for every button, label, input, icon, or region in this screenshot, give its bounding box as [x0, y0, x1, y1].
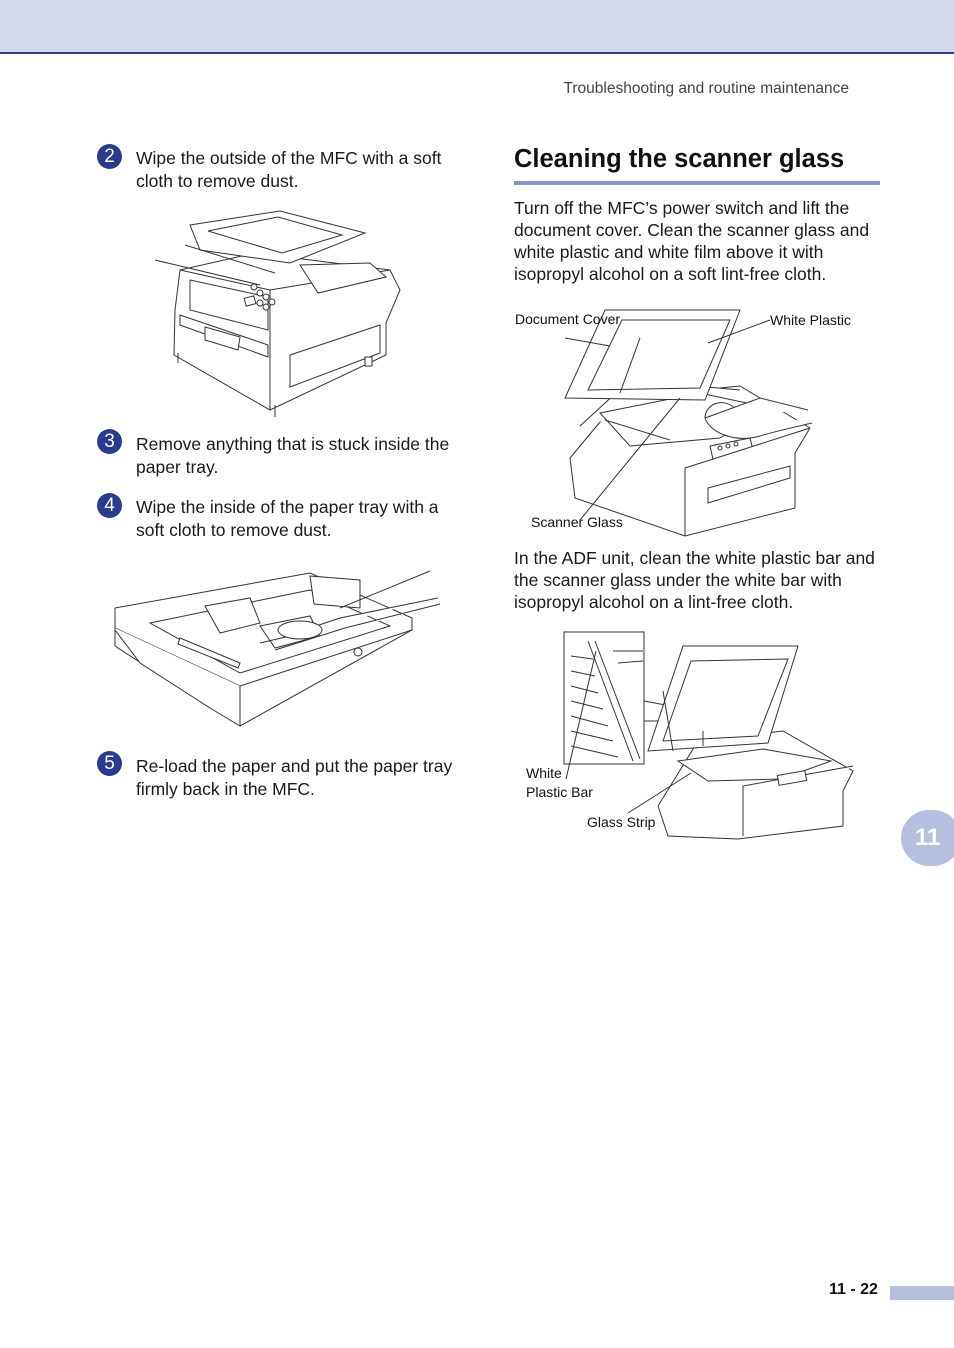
callout-scanner-glass: Scanner Glass: [531, 514, 623, 530]
step-4-text: Wipe the inside of the paper tray with a…: [136, 497, 439, 540]
step-5-text: Re-load the paper and put the paper tray…: [136, 756, 453, 799]
scanner-glass-illustration: [560, 308, 812, 538]
title-rule: [514, 181, 880, 185]
step-2-text: Wipe the outside of the MFC with a soft …: [136, 148, 442, 191]
callout-document-cover: Document Cover: [515, 311, 621, 327]
paper-tray-illustration: [110, 568, 442, 730]
step-3-badge: 3: [97, 429, 122, 454]
paragraph-adf-unit: In the ADF unit, clean the white plastic…: [514, 548, 875, 612]
page-number: 11 - 22: [829, 1281, 878, 1298]
figure1-leader-lines: [560, 308, 812, 538]
callout-white-plastic: White Plastic: [770, 312, 851, 328]
figure2-leader-lines: [563, 631, 855, 841]
mfc-exterior-illustration: [150, 205, 410, 417]
step-3-text: Remove anything that is stuck inside the…: [136, 434, 450, 477]
callout-white-plastic-bar: White Plastic Bar: [526, 765, 593, 800]
chapter-tab: 11: [901, 810, 954, 866]
paragraph-scanner-glass: Turn off the MFC’s power switch and lift…: [514, 198, 870, 284]
header-band: [0, 0, 954, 54]
step-2-badge: 2: [97, 144, 122, 169]
step-4-badge: 4: [97, 493, 122, 518]
callout-glass-strip: Glass Strip: [587, 814, 656, 830]
running-head: Troubleshooting and routine maintenance: [563, 80, 849, 97]
page-bar: [890, 1286, 954, 1300]
step-5-badge: 5: [97, 751, 122, 776]
adf-illustration: [563, 631, 855, 841]
section-title: Cleaning the scanner glass: [514, 145, 845, 173]
